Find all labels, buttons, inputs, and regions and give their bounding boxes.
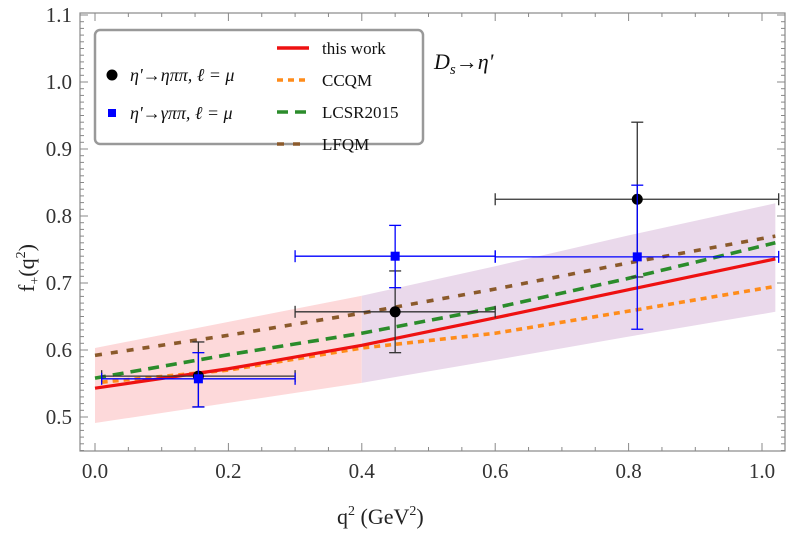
- process-annotation: Ds→η': [433, 49, 494, 78]
- plot-frame: [79, 12, 786, 452]
- circle-marker: [389, 306, 401, 318]
- x-axis-title: q2 (GeV2): [337, 504, 424, 529]
- curve-this-work: [94, 257, 776, 390]
- gamma-pipi-point-1: [294, 224, 496, 289]
- legend-square-icon: [108, 109, 116, 117]
- y-tick-label: 0.8: [46, 204, 72, 228]
- uncertainty-band-1: [361, 203, 776, 383]
- legend-circle-icon: [106, 69, 118, 81]
- x-tick-label: 0.8: [615, 459, 641, 483]
- x-tick-label: 0.0: [82, 459, 108, 483]
- data-points: [101, 121, 780, 408]
- y-axis-title: f+(q2): [14, 244, 43, 292]
- curve-lfqm: [94, 234, 776, 358]
- legend-line-label: CCQM: [322, 71, 372, 90]
- y-tick-label: 1.1: [46, 3, 72, 27]
- x-tick-label: 0.4: [349, 459, 376, 483]
- axis-ticks: 0.0 0.2 0.4 0.6 0.8 1.0 0.5 0.6 0.7 0.8 0.9 1.0 1.1: [46, 3, 785, 483]
- square-marker: [193, 374, 203, 384]
- legend-box: [93, 28, 425, 146]
- legend-point-label: η'→γππ, ℓ = μ: [130, 103, 233, 123]
- curve-lcsr2015: [94, 241, 776, 380]
- eta-pipi-point-1: [294, 270, 496, 354]
- y-tick-label: 0.9: [46, 137, 72, 161]
- square-marker: [632, 252, 642, 262]
- gamma-pipi-point-2: [494, 184, 780, 330]
- gamma-pipi-point-0: [101, 352, 296, 408]
- uncertainty-bands: [95, 203, 776, 424]
- x-tick-label: 0.6: [482, 459, 508, 483]
- y-tick-label: 1.0: [46, 70, 72, 94]
- y-tick-label: 0.6: [46, 338, 72, 362]
- x-tick-label: 1.0: [749, 459, 775, 483]
- legend-point-label: η'→ηππ, ℓ = μ: [130, 65, 234, 85]
- legend-line-label: LCSR2015: [322, 103, 399, 122]
- square-marker: [390, 251, 400, 261]
- model-curves: [94, 234, 776, 390]
- y-tick-label: 0.5: [46, 405, 72, 429]
- legend: η'→ηππ, ℓ = μ η'→γππ, ℓ = μ this workCCQM…: [93, 28, 425, 154]
- legend-line-label: this work: [322, 39, 386, 58]
- plot-border: [79, 12, 786, 452]
- legend-line-label: LFQM: [322, 135, 369, 154]
- uncertainty-band-0: [95, 295, 362, 424]
- y-tick-label: 0.7: [46, 271, 72, 295]
- x-tick-label: 0.2: [215, 459, 241, 483]
